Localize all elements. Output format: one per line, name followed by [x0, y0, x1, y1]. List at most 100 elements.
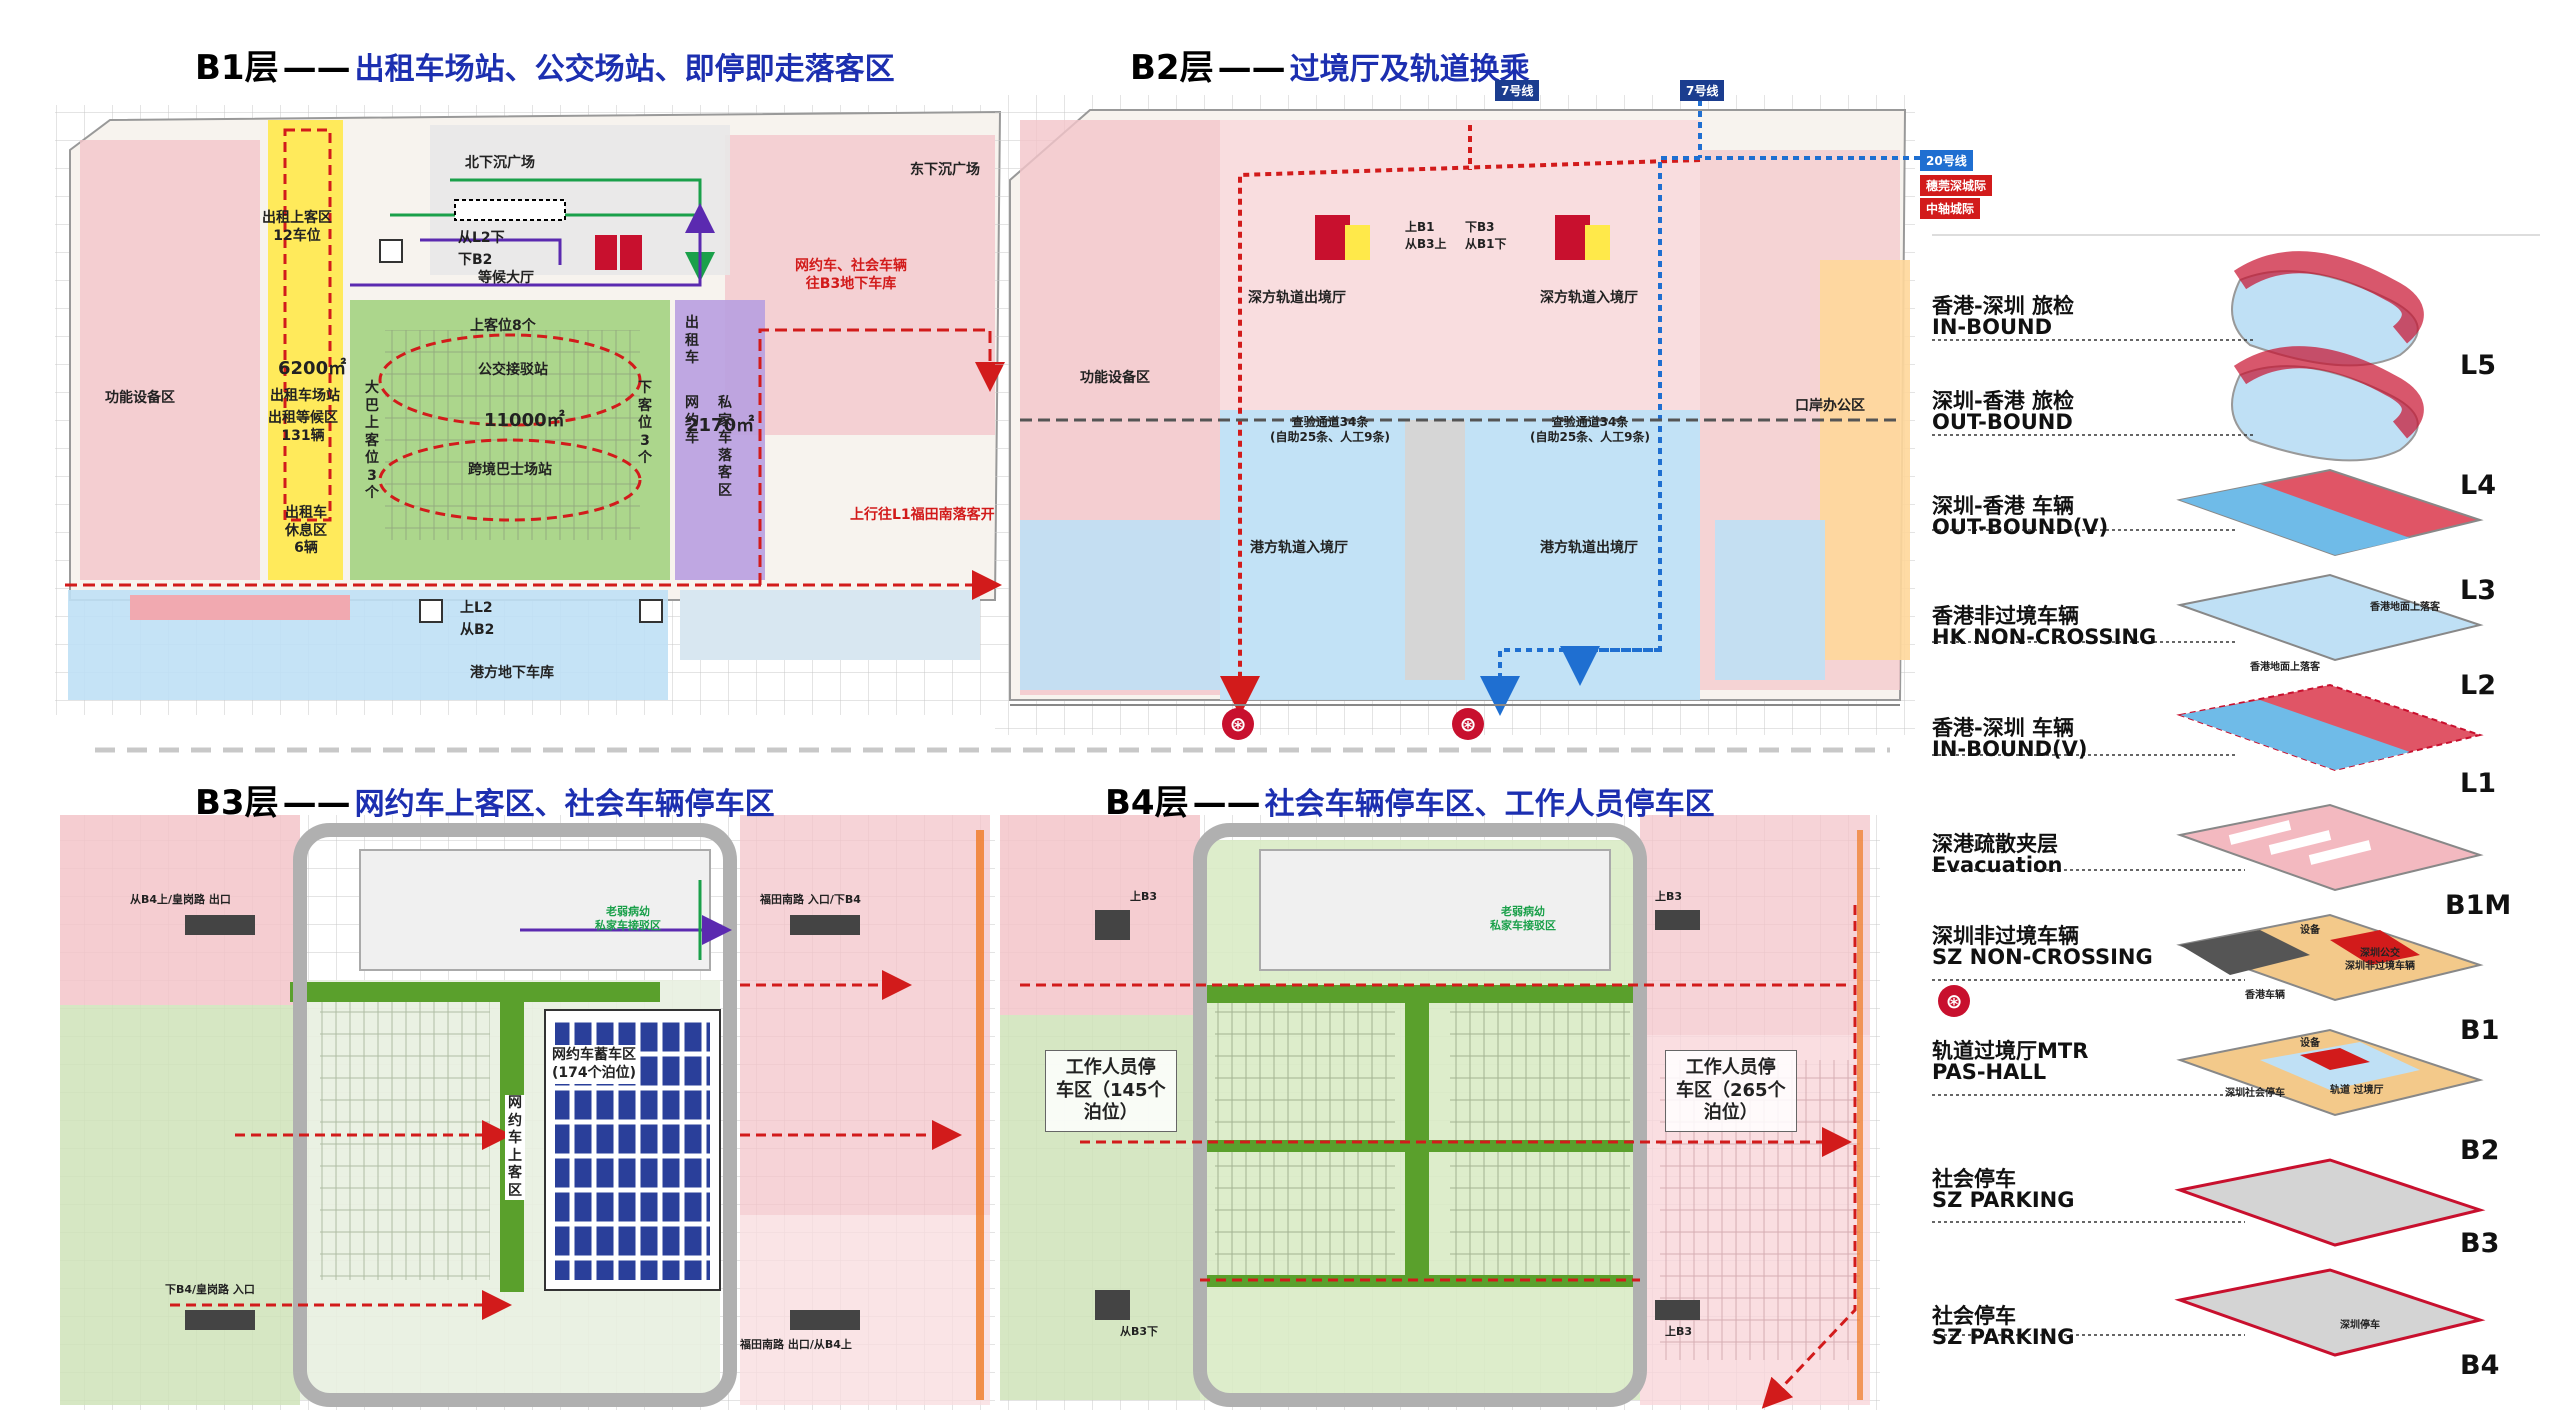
- legend-en-3: HK NON-CROSSING: [1932, 625, 2157, 649]
- legend-zh-1: 深圳-香港 旅检: [1932, 389, 2075, 413]
- b1-hk-garage-label: 港方地下车库: [470, 665, 554, 681]
- level-label-6: B1: [2460, 1015, 2500, 1046]
- b1-taxi-vert-label: 出租车: [685, 315, 699, 366]
- b3-ride-pick-label: 网约车上客区: [505, 1095, 525, 1200]
- b4-dash: ——: [1192, 783, 1261, 823]
- b1-from-l2-label: 从L2下: [458, 230, 505, 246]
- b1-dropoff-zone: [675, 300, 765, 580]
- level-label-3: L2: [2460, 670, 2496, 701]
- b4-level: B4层: [1105, 783, 1189, 823]
- b1-taxi-wait-label: 出租等候区 131辆: [268, 410, 338, 444]
- b1-bus-station-label: 公交接驳站: [478, 362, 548, 378]
- legend-en-6: SZ NON-CROSSING: [1932, 945, 2153, 969]
- legend-en-7: PAS-HALL: [1932, 1060, 2047, 1084]
- b1-ride-vert-label: 网约车: [685, 395, 699, 446]
- b4-from-b3-right-label: 上B3: [1665, 1325, 1693, 1338]
- level-label-1: L4: [2460, 470, 2496, 501]
- legend-zh-2: 深圳-香港 车辆: [1932, 494, 2075, 518]
- b1-floorplan: [55, 105, 1005, 715]
- b4-elder-label: 老弱病幼 私家车接驳区: [1490, 905, 1556, 932]
- level-label-8: B3: [2460, 1228, 2500, 1259]
- b1-taxi-pick-label: 出租上客区 12车位: [262, 210, 332, 244]
- b1-drop-area-label: 2170㎡: [686, 415, 755, 436]
- b2-dash: ——: [1217, 48, 1286, 88]
- legend-zh-5: 深港疏散夹层: [1932, 832, 2058, 856]
- level-label-4: L1: [2460, 768, 2496, 799]
- b2-sz-in-label: 深方轨道入境厅: [1540, 290, 1638, 306]
- b4-staff-left-label: 工作人员停 车区（145个 泊位）: [1045, 1050, 1177, 1132]
- b1-private-vert-label: 私家车落客区: [718, 395, 732, 499]
- b1-east-plaza-label: 东下沉广场: [910, 162, 980, 178]
- b1-taxi-area-label: 6200㎡: [278, 358, 347, 379]
- b3-entry-bl-label: 下B4/皇岗路 入口: [165, 1283, 255, 1296]
- b1-north-plaza-label: 北下沉广场: [465, 155, 535, 171]
- b2-hk-out-label: 港方轨道出境厅: [1540, 540, 1638, 556]
- stack-rail-hall: 轨道 过境厅: [2330, 1085, 2384, 1096]
- b3-entry-tl-label: 从B4上/皇岗路 出口: [130, 893, 231, 906]
- b3-desc: 网约车上客区、社会车辆停车区: [354, 787, 775, 822]
- b2-desc: 过境厅及轨道换乘: [1289, 52, 1530, 87]
- b4-up-b3-left-label: 上B3: [1130, 890, 1158, 903]
- legend-zh-3: 香港非过境车辆: [1932, 604, 2079, 628]
- b2-level: B2层: [1130, 48, 1214, 88]
- b2-floorplan: [995, 80, 1980, 735]
- b4-from-b3-left-label: 从B3下: [1120, 1325, 1159, 1338]
- level-label-0: L5: [2460, 350, 2496, 381]
- b1-taxi-station-label: 出租车场站: [270, 388, 340, 404]
- legend-zh-0: 香港-深圳 旅检: [1932, 294, 2075, 318]
- legend-zh-7: 轨道过境厅MTR: [1932, 1039, 2089, 1063]
- stack-sz-parking-b: 深圳停车: [2340, 1320, 2380, 1331]
- level-label-9: B4: [2460, 1350, 2500, 1381]
- legend-zh-6: 深圳非过境车辆: [1932, 924, 2079, 948]
- b1-ride-note-label: 网约车、社会车辆 往B3地下车库: [795, 258, 907, 292]
- level-label-7: B2: [2460, 1135, 2500, 1166]
- b3-title: B3层——网约车上客区、社会车辆停车区: [195, 775, 775, 824]
- b1-cross-bus-label: 跨境巴士场站: [468, 462, 552, 478]
- b2-mtr-icon-left: ⊛: [1222, 708, 1254, 740]
- b4-up-b3-right-label: 上B3: [1655, 890, 1683, 903]
- b4-title: B4层——社会车辆停车区、工作人员停车区: [1105, 775, 1715, 824]
- b3-level: B3层: [195, 783, 279, 823]
- b1-taxi-rest-label: 出租车 休息区 6辆: [285, 505, 327, 556]
- b1-func-room-label: 功能设备区: [105, 390, 175, 406]
- level-stack: [1932, 234, 2540, 1357]
- legend-en-9: SZ PARKING: [1932, 1325, 2075, 1349]
- b2-line7b-tag: 7号线: [1680, 80, 1725, 101]
- b1-to-b2-label: 下B2: [458, 252, 493, 268]
- stack-equip-b: 设备: [2300, 1038, 2320, 1049]
- legend-en-8: SZ PARKING: [1932, 1188, 2075, 1212]
- b2-port-office-label: 口岸办公区: [1795, 398, 1865, 414]
- b2-sz-out-label: 深方轨道出境厅: [1248, 290, 1346, 306]
- b1-title: B1层——出租车场站、公交场站、即停即走落客区: [195, 40, 895, 89]
- b2-check-right-label: 查验通道34条 (自助25条、人工9条): [1530, 415, 1651, 444]
- b1-up-l2-label: 上L2: [460, 600, 493, 616]
- b2-from-b1-label: 从B1下: [1465, 237, 1507, 251]
- b2-dongguan-tag: 穗莞深城际: [1920, 175, 1993, 196]
- b2-up-b1-label: 上B1: [1405, 220, 1435, 234]
- stack-hk-ground-a: 香港地面上落客: [2370, 602, 2440, 613]
- b1-bus-spots-label: 上客位8个: [470, 318, 536, 334]
- legend-zh-4: 香港-深圳 车辆: [1932, 716, 2075, 740]
- level-label-2: L3: [2460, 575, 2496, 606]
- b2-check-left-label: 查验通道34条 (自助25条、人工9条): [1270, 415, 1391, 444]
- b2-title: B2层——过境厅及轨道换乘: [1130, 40, 1530, 89]
- stack-sz-bus: 深圳公交 深圳非过境车辆: [2345, 948, 2415, 972]
- stack-hk-ground-b: 香港地面上落客: [2250, 662, 2320, 673]
- b1-desc: 出租车场站、公交场站、即停即走落客区: [354, 52, 895, 87]
- b2-mtr-icon-right: ⊛: [1452, 708, 1484, 740]
- stack-equip-a: 设备: [2300, 925, 2320, 936]
- b1-dash: ——: [282, 48, 351, 88]
- b1-drop-spots-label: 下客位3个: [638, 380, 652, 466]
- stack-sz-parking-a: 深圳社会停车: [2225, 1088, 2285, 1099]
- b4-desc: 社会车辆停车区、工作人员停车区: [1264, 787, 1715, 822]
- b2-line20-tag: 20号线: [1920, 150, 1973, 171]
- b1-big-bus-label: 大巴上客位3个: [365, 380, 379, 501]
- b1-level: B1层: [195, 48, 279, 88]
- b1-up-note-label: 上行往L1福田南落客开: [850, 507, 995, 523]
- b4-staff-right-label: 工作人员停 车区（265个 泊位）: [1665, 1050, 1797, 1132]
- legend-en-2: OUT-BOUND(V): [1932, 515, 2109, 539]
- legend-en-4: IN-BOUND(V): [1932, 737, 2088, 761]
- b2-func-room-label: 功能设备区: [1080, 370, 1150, 386]
- b3-ride-area-label: 网约车蓄车区 (174个泊位): [548, 1045, 641, 1084]
